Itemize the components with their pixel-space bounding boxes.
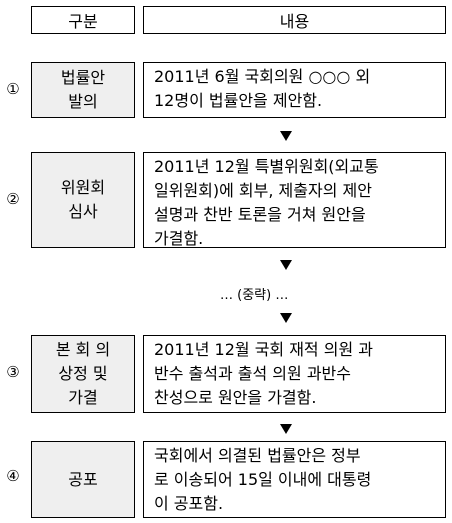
step-2-number: ② — [6, 190, 20, 208]
flow-arrow-3 — [280, 313, 292, 323]
step-1-number: ① — [6, 80, 20, 98]
step-3-label: 본 회 의 상정 및 가결 — [31, 335, 135, 413]
header-col2: 내용 — [279, 12, 310, 31]
step-4-content: 국회에서 의결된 법률안은 정부 로 이송되어 15일 이내에 대통령 이 공포… — [143, 441, 446, 518]
flow-arrow-1 — [280, 131, 292, 141]
flow-arrow-2 — [280, 260, 292, 270]
step-3-number: ③ — [6, 363, 20, 381]
step-2-label: 위원회 심사 — [31, 152, 135, 248]
flow-arrow-4 — [280, 424, 292, 434]
step-4-label: 공포 — [31, 441, 135, 518]
step-2-content: 2011년 12월 특별위원회(외교통 일위원회)에 회부, 제출자의 제안 설… — [143, 152, 446, 248]
step-1-content: 2011년 6월 국회의원 ○○○ 외 12명이 법률안을 제안함. — [143, 62, 446, 118]
step-1-label: 법률안 발의 — [31, 62, 135, 118]
step-3-content: 2011년 12월 국회 재적 의원 과 반수 출석과 출석 의원 과반수 찬성… — [143, 335, 446, 413]
step-4-number: ④ — [6, 467, 20, 485]
header-label-cell: 구분 — [31, 6, 135, 34]
omitted-text: … (중략) … — [220, 288, 289, 303]
header-content-cell: 내용 — [143, 6, 446, 34]
header-col1: 구분 — [68, 12, 98, 31]
